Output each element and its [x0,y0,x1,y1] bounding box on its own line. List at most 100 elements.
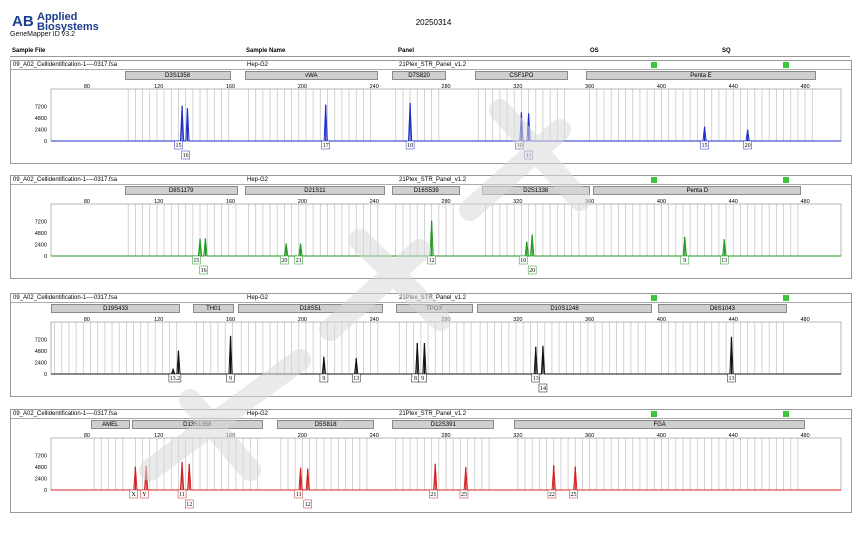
allele-call[interactable]: 21 [429,489,438,499]
marker-label[interactable]: vWA [244,71,378,80]
x-tick-label: 80 [84,317,90,323]
allele-call[interactable]: 11 [524,150,533,160]
marker-label[interactable]: Penta D [593,186,802,195]
marker-label[interactable]: D6S1043 [657,304,788,313]
x-tick-label: 360 [585,84,594,90]
marker-label[interactable]: D13S1358 [131,420,263,429]
allele-call[interactable]: 16 [199,265,208,275]
allele-call[interactable]: 9 [319,373,329,383]
ab-logo-icon: AB [12,13,34,28]
allele-call[interactable]: 8 [411,373,420,383]
brand-line-2: Biosystems [37,21,99,33]
allele-call[interactable]: 20 [527,265,537,275]
allele-label: 20 [281,258,287,264]
allele-label: 13 [533,376,539,382]
allele-label: 11 [296,492,302,498]
allele-call[interactable]: 12 [427,255,436,265]
marker-label[interactable]: D7S820 [392,71,446,80]
allele-call[interactable]: 12 [303,499,312,509]
col-sq: SQ [722,48,731,54]
y-tick-label: 0 [44,488,47,494]
allele-label: 22 [549,492,555,498]
marker-label[interactable]: Penta E [586,71,816,80]
allele-label: 21 [296,258,302,264]
allele-call[interactable]: 10 [518,255,528,265]
os-flag-icon [651,411,657,417]
svg-text:AB: AB [12,13,34,28]
allele-call[interactable]: 14 [538,383,548,393]
allele-call[interactable]: 21 [294,255,304,265]
marker-label[interactable]: AMEL [90,420,130,429]
allele-call[interactable]: 11 [294,489,304,499]
x-tick-label: 440 [729,199,738,205]
allele-call[interactable]: 12 [185,499,194,509]
allele-label: 13.2 [170,376,181,382]
marker-label[interactable]: TPOX [395,304,473,313]
sample-file: 09_A02_Cellidentification-1----0317.fsa [13,177,118,183]
os-flag-icon [651,62,657,68]
allele-box [429,489,438,499]
allele-label: 20 [529,268,535,274]
allele-call[interactable]: 13 [720,255,729,265]
allele-call[interactable]: 9 [418,373,427,383]
x-tick-label: 400 [657,433,666,439]
allele-box [547,489,557,499]
allele-call[interactable]: 22 [547,489,557,499]
sample-file: 09_A02_Cellidentification-1----0317.fsa [13,62,118,68]
allele-call[interactable]: Y [140,489,149,499]
allele-call[interactable]: 13 [531,373,541,383]
marker-label[interactable]: FGA [514,420,806,429]
allele-label: 10 [517,143,523,149]
marker-label[interactable]: D2S1338 [481,186,590,195]
allele-label: 15 [702,143,708,149]
allele-box [177,489,187,499]
allele-call[interactable]: 11 [177,489,187,499]
allele-call[interactable]: 10 [405,140,415,150]
allele-call[interactable]: 20 [280,255,289,265]
marker-label[interactable]: D8S1179 [124,186,238,195]
allele-call[interactable]: 9 [680,255,690,265]
allele-label: 12 [186,502,192,508]
allele-call[interactable]: 15 [700,140,709,150]
y-tick-label: 2400 [35,243,47,249]
y-tick-label: 4800 [35,349,47,355]
allele-label: 15 [193,258,199,264]
allele-label: 25 [570,492,576,498]
y-tick-label: 2400 [35,477,47,483]
marker-label[interactable]: D21S11 [244,186,385,195]
allele-call[interactable]: X [129,489,138,499]
marker-label[interactable]: D10S1248 [476,304,653,313]
allele-box [700,140,709,150]
allele-label: 9 [322,376,325,382]
allele-call[interactable]: 13 [351,373,361,383]
allele-call[interactable]: 13 [727,373,736,383]
allele-call[interactable]: 15 [174,140,183,150]
x-tick-label: 240 [370,84,379,90]
x-tick-label: 160 [226,84,235,90]
allele-call[interactable]: 9 [226,373,235,383]
allele-call[interactable]: 16 [181,150,190,160]
marker-label[interactable]: D18S51 [237,304,384,313]
marker-label[interactable]: D5S818 [277,420,375,429]
allele-call[interactable]: 15 [192,255,201,265]
marker-label[interactable]: D16S539 [392,186,461,195]
x-tick-label: 80 [84,199,90,205]
marker-label[interactable]: TH01 [192,304,235,313]
y-tick-label: 7200 [35,338,47,344]
marker-label[interactable]: D19S433 [51,304,181,313]
allele-call[interactable]: 25 [569,489,578,499]
allele-label: 8 [414,376,417,382]
y-tick-label: 7200 [35,220,47,226]
allele-call[interactable]: 20 [743,140,752,150]
allele-call[interactable]: 10 [515,140,524,150]
marker-label[interactable]: D3S1358 [124,71,231,80]
allele-call[interactable]: 13.2 [168,373,182,383]
x-tick-label: 400 [657,317,666,323]
allele-call[interactable]: 25 [459,489,469,499]
marker-label[interactable]: CSF1PO [474,71,569,80]
allele-call[interactable]: 17 [321,140,330,150]
x-tick-label: 120 [154,84,163,90]
marker-label[interactable]: D12S391 [392,420,495,429]
